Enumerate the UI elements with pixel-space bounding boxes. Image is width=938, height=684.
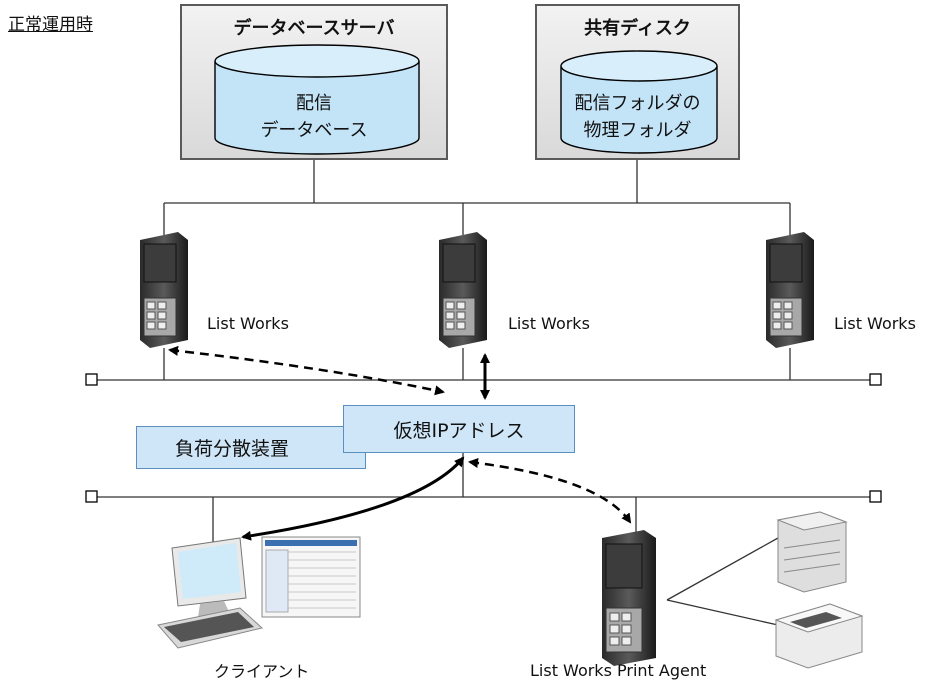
disk-line1: 配信フォルダの <box>574 93 701 114</box>
lan-terminator <box>85 490 98 503</box>
database-line1: 配信 <box>296 93 332 114</box>
shared-disk-title: 共有ディスク <box>584 18 691 39</box>
disk-cylinder-icon <box>560 50 718 154</box>
list-works-label: List Works <box>207 314 289 333</box>
virtual-ip-box: 仮想IPアドレス <box>343 405 575 453</box>
database-cylinder-icon <box>214 44 420 155</box>
lan-terminator <box>869 373 882 386</box>
client-label: クライアント <box>214 662 310 681</box>
list-works-label: List Works <box>834 314 916 333</box>
print-agent-label: List Works Print Agent <box>530 661 707 680</box>
database-line2: データベース <box>260 120 368 141</box>
lan-terminator <box>869 490 882 503</box>
lan-terminator <box>85 373 98 386</box>
load-balancer-box: 負荷分散装置 <box>136 426 366 469</box>
disk-line2: 物理フォルダ <box>583 120 692 141</box>
shared-disk: 共有ディスク 配信フォルダの 物理フォルダ <box>535 4 740 160</box>
database-server-title: データベースサーバ <box>233 18 395 39</box>
database-server: データベースサーバ 配信 データベース <box>180 4 448 160</box>
diagram-heading: 正常運用時 <box>8 15 93 35</box>
list-works-label: List Works <box>508 314 590 333</box>
